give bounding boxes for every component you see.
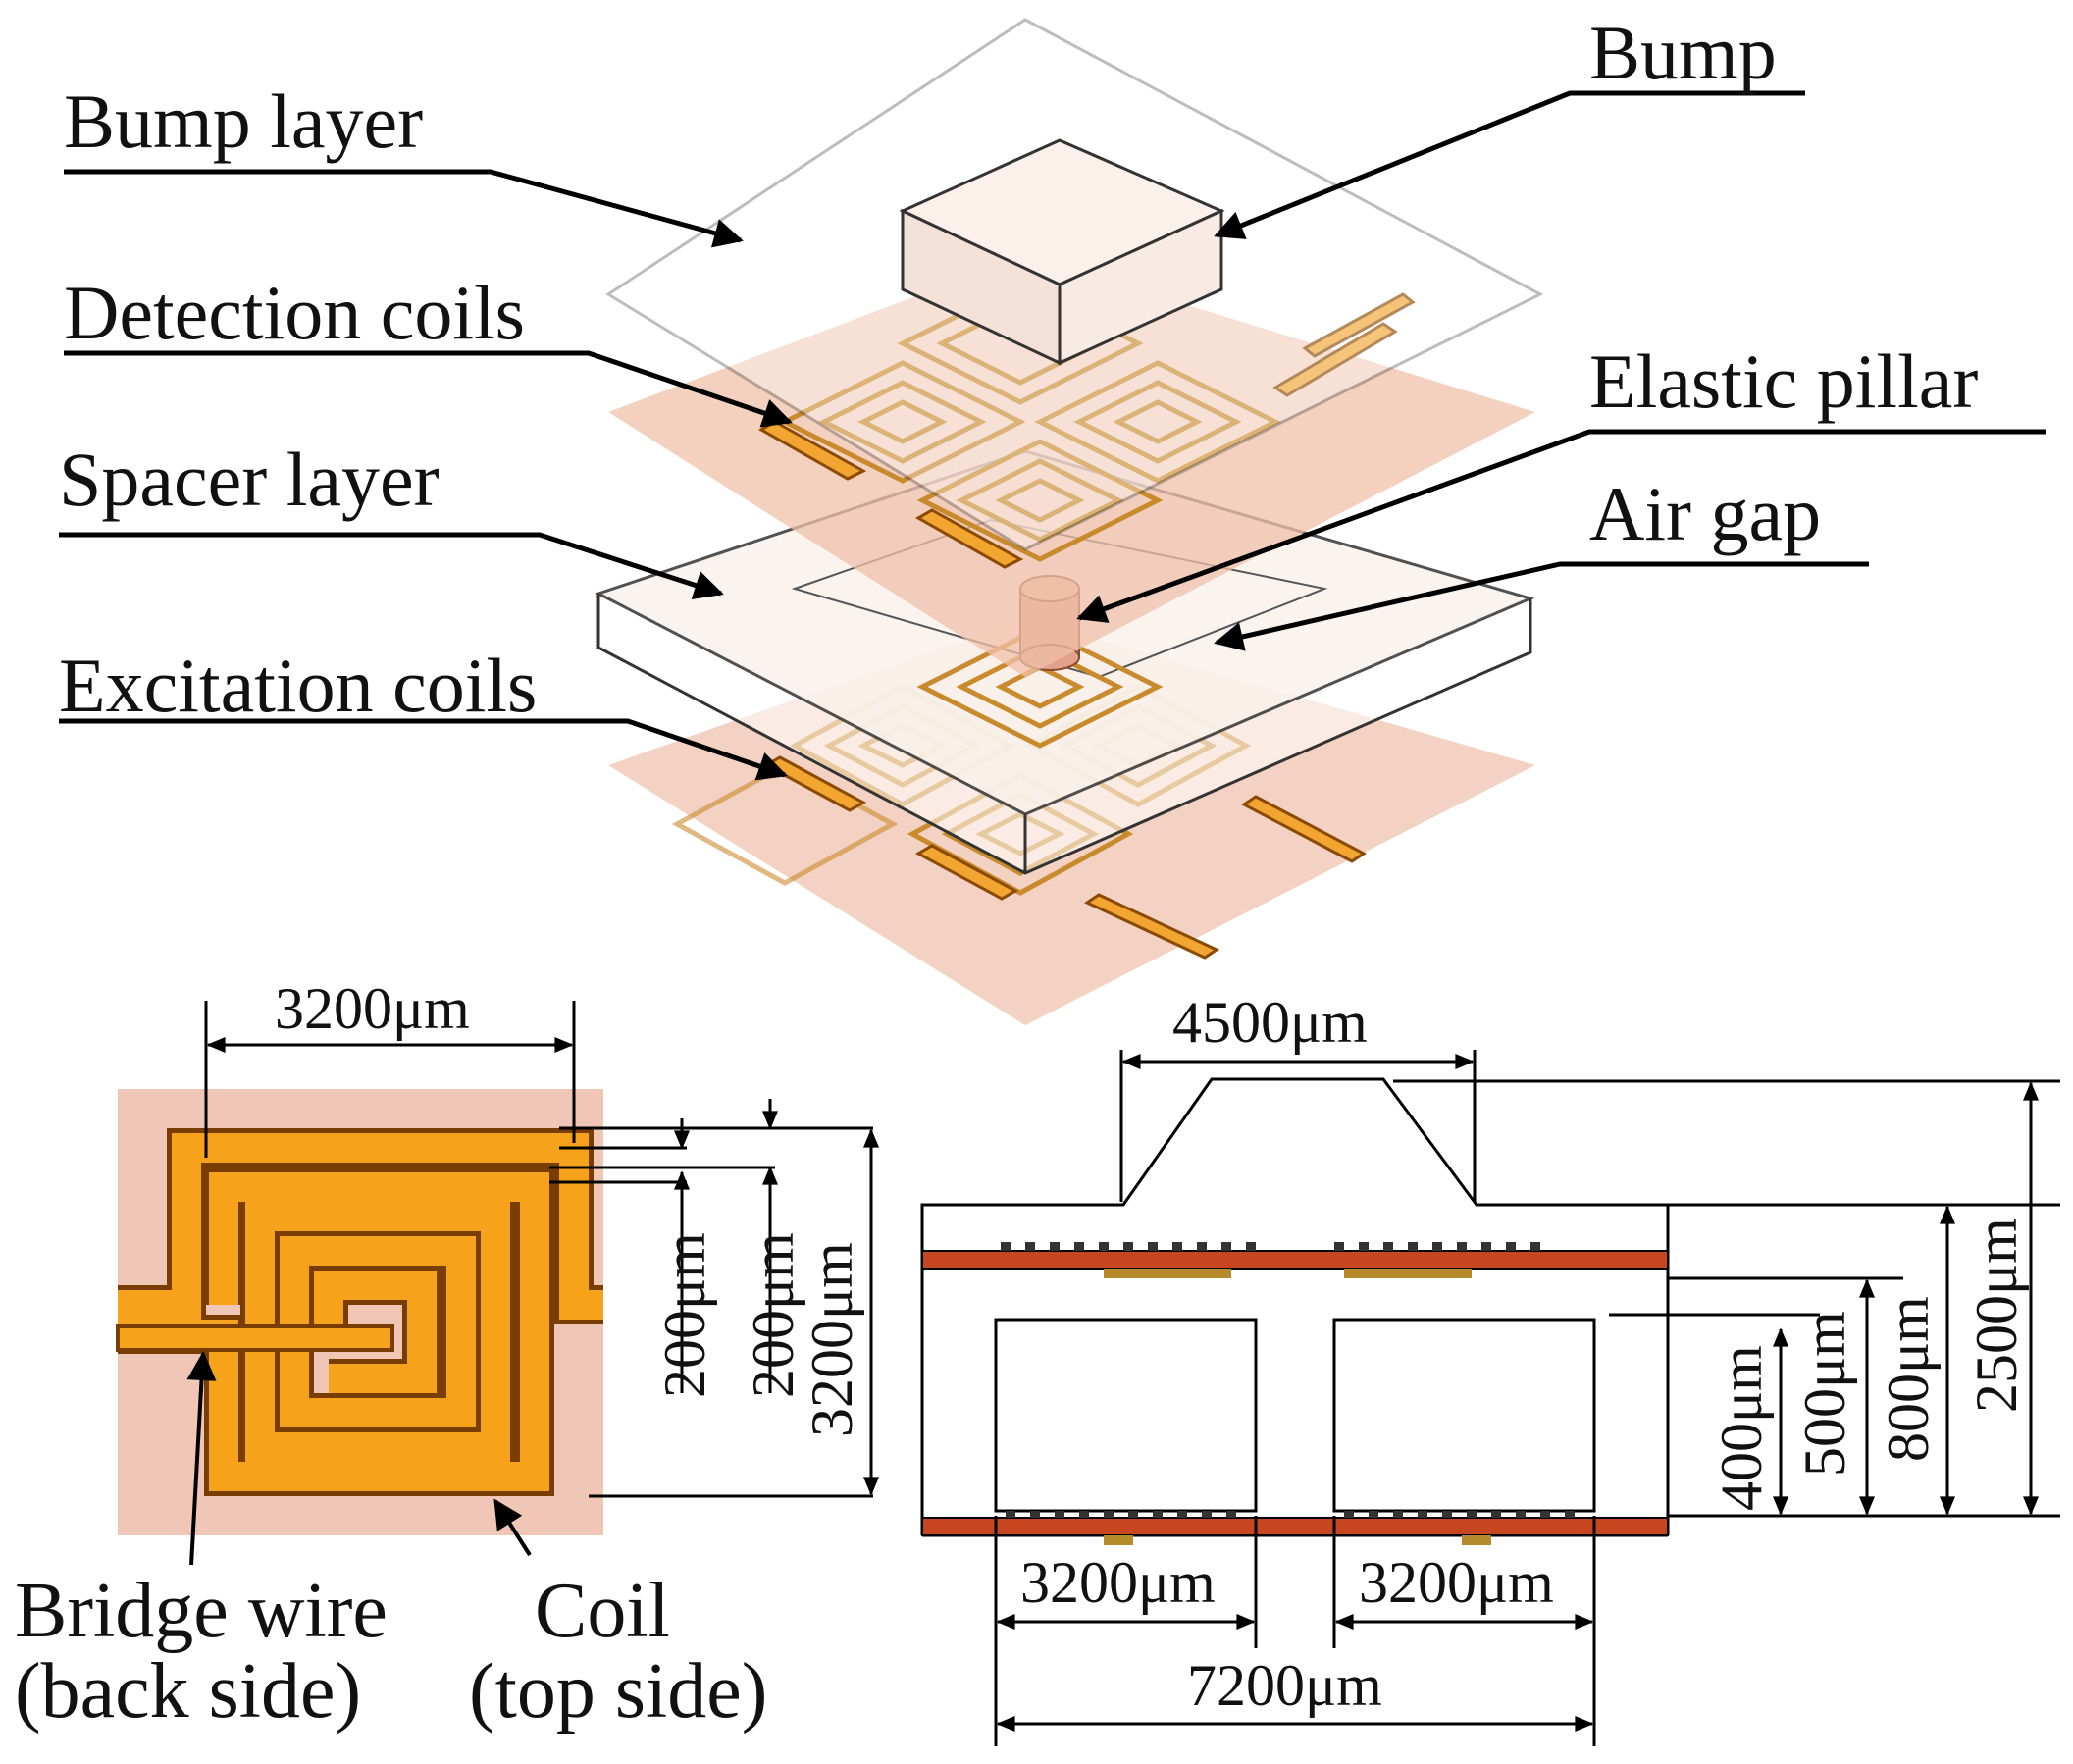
bridge-wire [116,1324,394,1352]
coil-right-dims [549,1099,879,1498]
label-spacer-layer: Spacer layer [59,437,440,522]
left-leaders [59,169,793,781]
total-width-dim-label: 7200μm [1187,1653,1382,1718]
detection-layer [608,255,1535,677]
coil-label-line2: (top side) [469,1648,767,1735]
exploded-view: Bump layer Detection coils Spacer layer … [59,10,2046,1025]
coil-trace-gap-label: 200μm [741,1232,805,1398]
bottom-bridge-right [1462,1535,1491,1545]
section-outline [920,1077,1670,1535]
coil-width-label: 3200μm [275,976,470,1041]
top-bridge-right [1344,1269,1472,1278]
bottom-bridge-left [1104,1535,1133,1545]
air-gap-left [994,1318,1258,1513]
label-elastic-pillar: Elastic pillar [1589,338,1978,424]
top-bridge-left [1104,1269,1231,1278]
coil-callouts [186,1351,532,1566]
dim-2500-label: 2500μm [1964,1218,2029,1413]
coil-width-dim [204,1001,576,1158]
bottom-dims [994,1516,1596,1746]
top-coil-marks [1001,1242,1540,1251]
excitation-leads [762,755,1367,960]
label-detection-coils: Detection coils [64,270,525,355]
coil-height-label: 3200μm [800,1242,864,1437]
bump-block [899,138,1225,366]
dim-500-label: 500μm [1792,1311,1857,1477]
coil-top-view: 3200μm 200μm 200μm 3200μm Bridge wire (b… [15,976,879,1735]
bridge-wire-label-line2: (back side) [15,1648,361,1735]
coil-trace-width-label: 200μm [652,1232,717,1398]
coil-label-line1: Coil [535,1568,670,1654]
right-leaders [1076,90,2046,651]
label-bump-layer: Bump layer [64,78,423,164]
bottom-coil-marks [1006,1511,1575,1518]
top-pcb [921,1250,1669,1270]
detection-coil-group [779,282,1281,562]
right-vertical-dims [1393,1079,2060,1518]
dim-800-label: 800μm [1876,1296,1941,1462]
detection-leads [757,292,1416,569]
bump-width-label: 4500μm [1172,990,1368,1055]
bump-width-dim [1119,1050,1477,1202]
air-gap-right [1332,1318,1596,1513]
right-coil-dim-label: 3200μm [1359,1550,1554,1615]
left-coil-dim-label: 3200μm [1020,1550,1216,1615]
label-excitation-coils: Excitation coils [59,643,537,728]
dim-400-label: 400μm [1709,1345,1774,1511]
label-bump: Bump [1589,10,1777,95]
bridge-wire-label-line1: Bridge wire [15,1568,388,1654]
label-air-gap: Air gap [1589,471,1821,556]
bottom-pcb [921,1517,1669,1536]
cross-section: 4500μm 3200μm 3200μm 7200μm 400μm 50 [920,990,2060,1746]
